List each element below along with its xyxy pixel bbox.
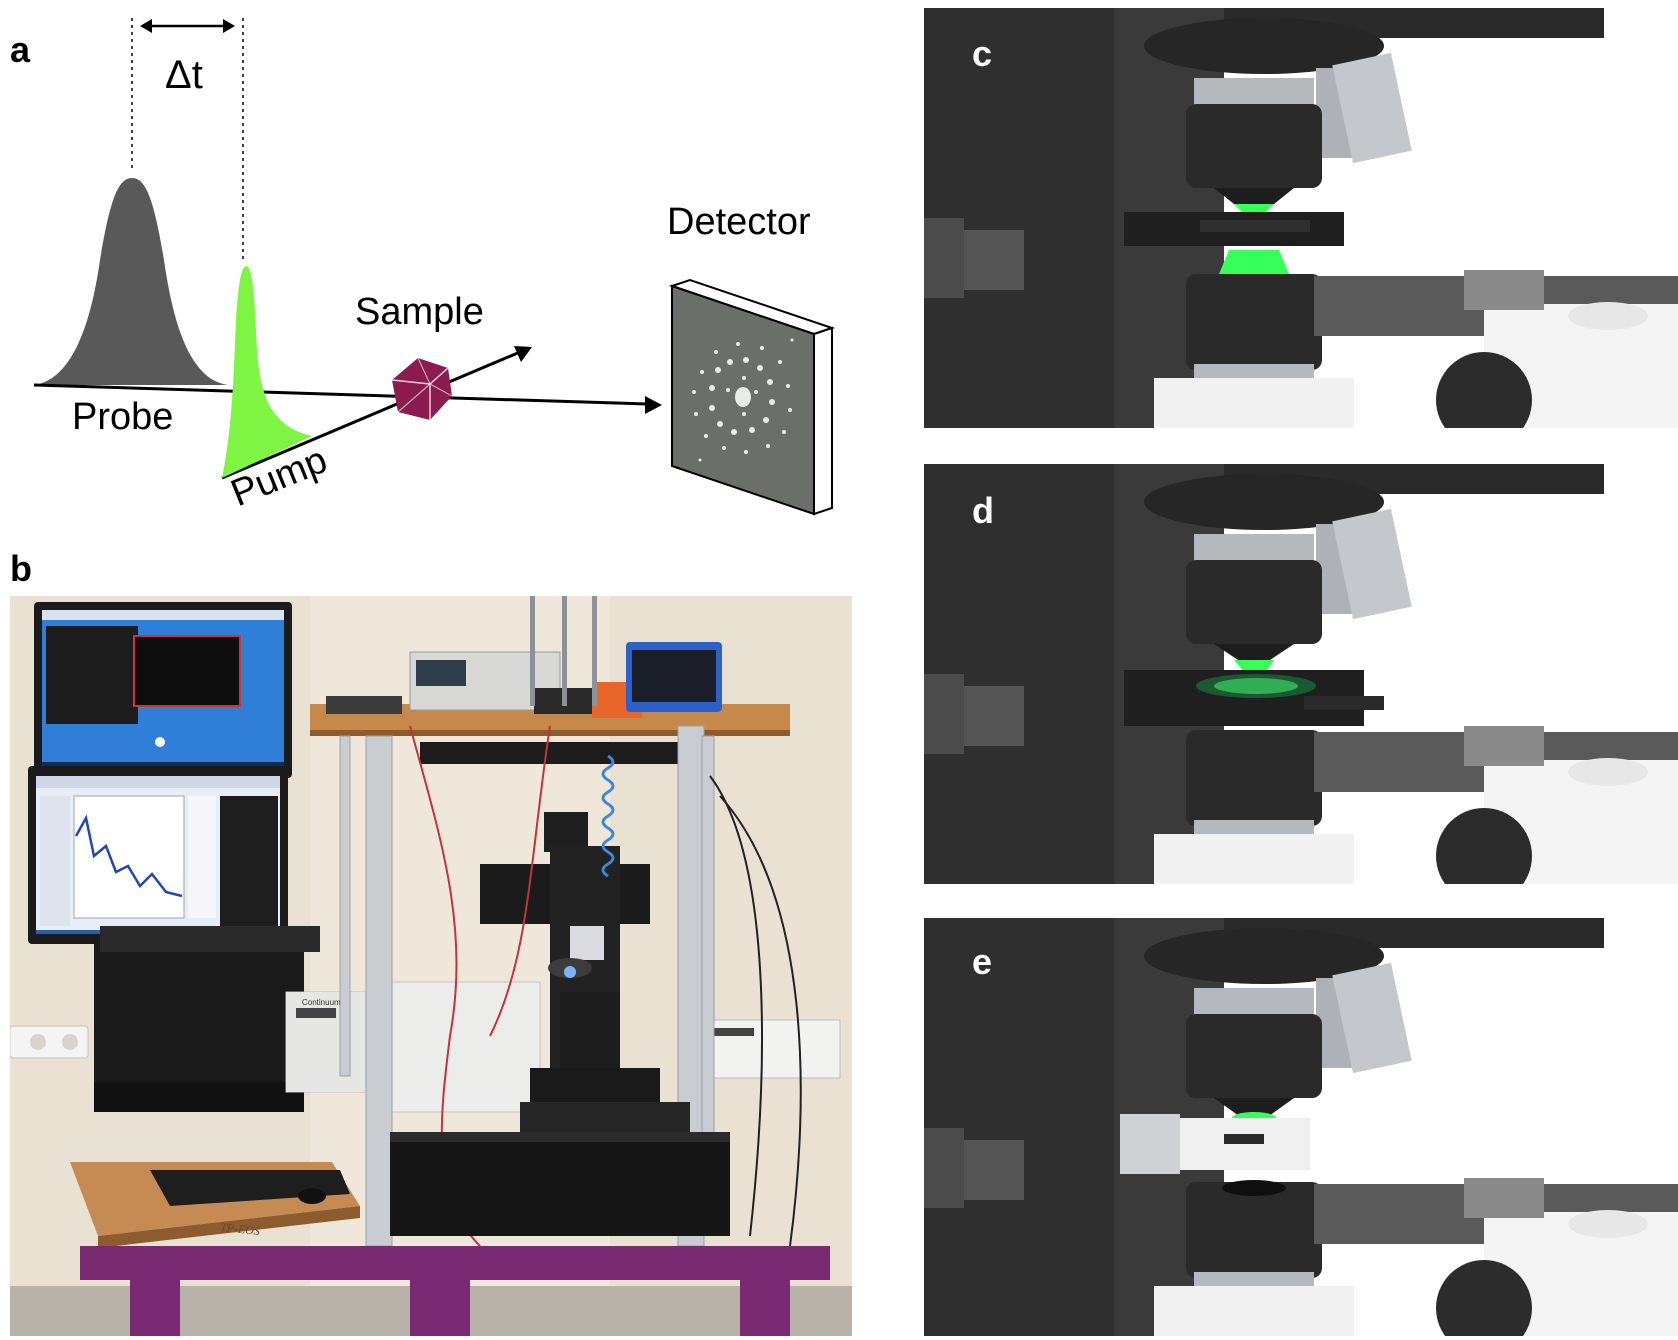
pump-probe-schematic — [33, 18, 836, 516]
detector-plate — [668, 278, 836, 516]
panel-e-letter: e — [972, 941, 993, 982]
pump-beam — [221, 350, 521, 480]
microscope-render-e — [924, 918, 1678, 1336]
laptop-shelf — [70, 1162, 360, 1248]
laser-brand-text: Continuum — [302, 998, 341, 1007]
lower-monitor — [28, 766, 288, 944]
diffraction-pattern — [692, 338, 794, 462]
panel-c-letter: c — [972, 33, 993, 74]
panel-a-letter: a — [10, 29, 31, 70]
panel-b-letter: b — [10, 548, 32, 589]
optical-table — [390, 1132, 730, 1236]
microscope-render-d — [924, 464, 1678, 884]
delta-t-label: Δt — [165, 53, 203, 97]
delta-t-arrow — [140, 19, 235, 33]
upper-monitor — [34, 602, 292, 778]
detector-label: Detector — [667, 201, 811, 243]
probe-label: Probe — [72, 396, 174, 438]
pump-pulse — [222, 266, 312, 478]
lab-setup-photo: TP-EOS Continuum — [10, 596, 852, 1336]
microscope-render-c — [924, 8, 1678, 428]
probe-beam — [33, 383, 649, 406]
sample-crystal — [391, 357, 453, 420]
pump-beam-arrowhead — [514, 346, 532, 362]
coiled-air-tube — [601, 754, 615, 878]
panel-d-letter: d — [972, 490, 994, 531]
sample-label: Sample — [355, 291, 484, 333]
black-enclosure — [94, 926, 320, 1112]
microscope-assembly — [480, 812, 690, 1166]
continuum-laser — [285, 981, 541, 1113]
purple-bench — [80, 1246, 830, 1336]
probe-pulse — [34, 178, 228, 385]
probe-beam-arrowhead — [645, 396, 662, 414]
